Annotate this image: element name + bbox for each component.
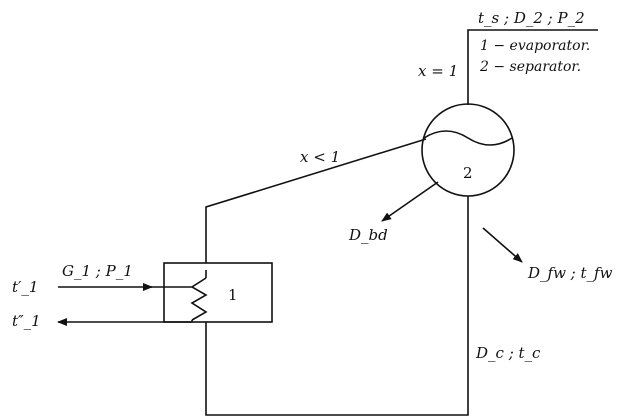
riser-line <box>205 138 427 263</box>
legend-separator: 2 − separator. <box>479 59 581 75</box>
quality-saturated-label: x = 1 <box>418 62 458 80</box>
blowdown-label: D_bd <box>348 226 388 244</box>
feedwater-arrow <box>482 227 523 263</box>
downcomer-line <box>205 196 469 416</box>
quality-wet-label: x < 1 <box>300 148 340 166</box>
separator-number: 2 <box>463 164 473 182</box>
evaporator-number: 1 <box>228 286 238 304</box>
evaporator-coil <box>150 277 208 321</box>
blowdown-arrow <box>381 181 439 222</box>
steam-outlet-label: t_s ; D_2 ; P_2 <box>478 9 585 27</box>
feedwater-label: D_fw ; t_fw <box>527 264 613 282</box>
evaporator-box <box>163 262 273 323</box>
downcomer-label: D_c ; t_c <box>475 344 541 362</box>
water-level-wave <box>423 130 513 146</box>
separator-drum <box>421 103 515 197</box>
steam-outlet-line <box>467 29 598 105</box>
inlet-flow-label: G_1 ; P_1 <box>62 262 133 280</box>
inlet-temperature-label: t′_1 <box>12 278 38 296</box>
outlet-temperature-label: t″_1 <box>12 312 41 330</box>
legend-evaporator: 1 − evaporator. <box>480 38 590 54</box>
